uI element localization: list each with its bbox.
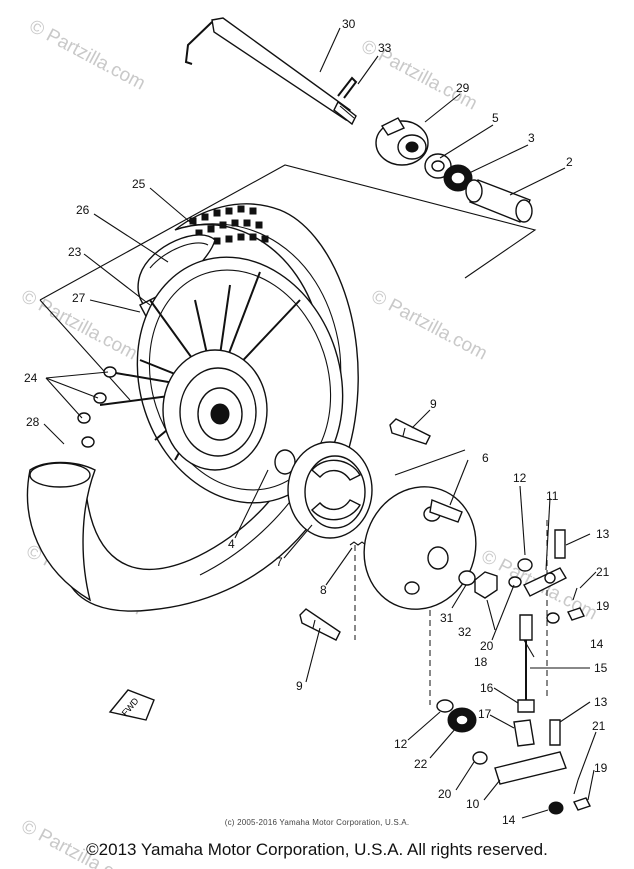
callout-9-lower: 9 bbox=[296, 679, 303, 693]
callout-32: 32 bbox=[458, 625, 472, 639]
joint-18 bbox=[519, 614, 533, 641]
watermark-text: © Partzilla.com bbox=[358, 36, 481, 115]
watermark-text: © Partzilla.com bbox=[368, 286, 491, 365]
callout-4: 4 bbox=[228, 537, 235, 551]
callout-21-lower: 21 bbox=[592, 719, 606, 733]
callout-26: 26 bbox=[76, 203, 90, 217]
callout-20-upper: 20 bbox=[480, 639, 494, 653]
callout-19-lower: 19 bbox=[594, 761, 608, 775]
callout-30: 30 bbox=[342, 17, 356, 31]
callout-20-lower: 20 bbox=[438, 787, 452, 801]
callout-27: 27 bbox=[72, 291, 86, 305]
callout-14-lower: 14 bbox=[502, 813, 516, 827]
pin-21-lower bbox=[573, 779, 579, 795]
bolt-lower bbox=[299, 608, 341, 641]
bolt-19-upper bbox=[567, 607, 585, 621]
callout-5: 5 bbox=[492, 111, 499, 125]
fwd-arrow: FWD bbox=[108, 689, 155, 721]
washer-lower-12 bbox=[436, 699, 454, 713]
spoke-nipples bbox=[77, 366, 117, 448]
nut-14-upper bbox=[546, 612, 560, 624]
brake-panel bbox=[363, 486, 477, 610]
callout-14-upper: 14 bbox=[590, 637, 604, 651]
callout-16: 16 bbox=[480, 681, 494, 695]
joint-17 bbox=[513, 719, 535, 747]
pin-21-upper bbox=[572, 587, 578, 601]
bolt-13-lower bbox=[549, 719, 561, 746]
brake-cam-lever-upper bbox=[523, 567, 567, 597]
front-axle bbox=[184, 17, 357, 126]
bolt-13-upper bbox=[554, 529, 566, 559]
lever-10 bbox=[494, 751, 567, 785]
washer-and-oil-seal bbox=[424, 153, 473, 192]
callout-28: 28 bbox=[26, 415, 40, 429]
callout-18: 18 bbox=[474, 655, 488, 669]
panel-washer bbox=[458, 570, 476, 586]
callout-2: 2 bbox=[566, 155, 573, 169]
callout-12-upper: 12 bbox=[513, 471, 527, 485]
cotter-pin bbox=[337, 76, 358, 99]
callout-23: 23 bbox=[68, 245, 82, 259]
assembly-boundary bbox=[39, 164, 548, 705]
gear-22 bbox=[447, 707, 477, 733]
nut-14-lower bbox=[548, 801, 564, 815]
callout-15: 15 bbox=[594, 661, 608, 675]
callout-33: 33 bbox=[378, 41, 392, 55]
nut-16 bbox=[517, 699, 535, 713]
callout-13-upper: 13 bbox=[596, 527, 610, 541]
washer-upper-12 bbox=[517, 558, 533, 572]
washer-lower-20 bbox=[472, 751, 488, 765]
collar bbox=[465, 179, 533, 223]
watermark-text: © Partzilla.com bbox=[26, 16, 149, 95]
panel-nut bbox=[474, 571, 498, 599]
tire bbox=[26, 203, 359, 612]
callout-3: 3 bbox=[528, 131, 535, 145]
copyright-notice-small: (c) 2005-2016 Yamaha Motor Corporation, … bbox=[224, 818, 410, 827]
callout-24: 24 bbox=[24, 371, 38, 385]
callout-7: 7 bbox=[276, 555, 283, 569]
callout-labels: 30 33 29 5 3 2 25 26 23 27 24 28 4 9 6 1… bbox=[24, 17, 610, 827]
callout-31: 31 bbox=[440, 611, 454, 625]
brake-shoes bbox=[287, 441, 373, 539]
copyright-notice: ©2013 Yamaha Motor Corporation, U.S.A. A… bbox=[86, 840, 548, 859]
leader-lines bbox=[43, 27, 597, 819]
callout-13-lower: 13 bbox=[594, 695, 608, 709]
callout-29: 29 bbox=[456, 81, 470, 95]
callout-25: 25 bbox=[132, 177, 146, 191]
callout-9-upper: 9 bbox=[430, 397, 437, 411]
callout-10: 10 bbox=[466, 797, 480, 811]
callout-12-lower: 12 bbox=[394, 737, 408, 751]
callout-22: 22 bbox=[414, 757, 428, 771]
callout-8: 8 bbox=[320, 583, 327, 597]
callout-11: 11 bbox=[546, 489, 559, 503]
callout-21-upper: 21 bbox=[596, 565, 610, 579]
washer-upper-20 bbox=[508, 576, 522, 588]
bolt-19-lower bbox=[573, 797, 591, 811]
callout-6: 6 bbox=[482, 451, 489, 465]
callout-19-upper: 19 bbox=[596, 599, 610, 613]
wheel-hub bbox=[162, 349, 296, 475]
speedometer-gear-unit bbox=[375, 117, 429, 166]
bolt-upper bbox=[389, 418, 431, 445]
callout-17: 17 bbox=[478, 707, 492, 721]
